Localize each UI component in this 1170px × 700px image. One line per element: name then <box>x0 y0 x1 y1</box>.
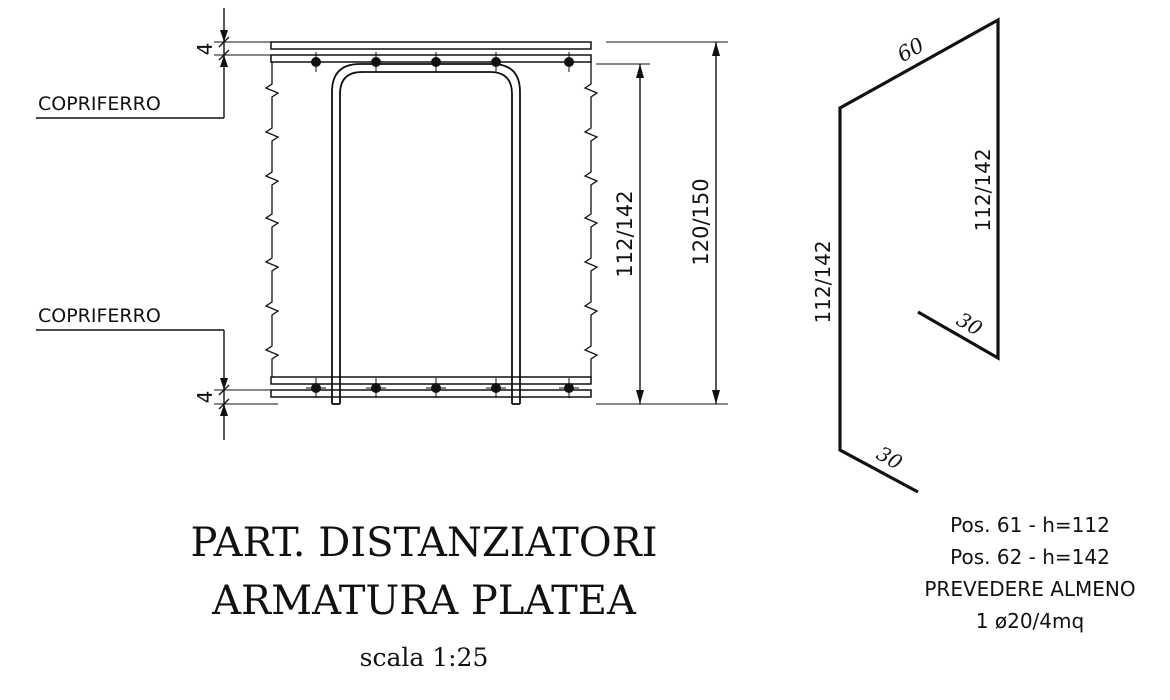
distributor-bars-bottom <box>306 378 579 398</box>
cover-dimension-top <box>36 8 278 119</box>
total-height-text: 120/150 <box>689 178 713 265</box>
note-line-4: 1 ø20/4mq <box>976 609 1084 633</box>
segment-left-text: 112/142 <box>811 240 835 323</box>
top-bar-upper <box>270 41 592 50</box>
inner-height-text: 112/142 <box>613 190 637 277</box>
note-line-2: Pos. 62 - h=142 <box>950 545 1110 569</box>
cover-dimension-bottom <box>36 329 278 440</box>
break-line-left <box>264 62 280 377</box>
title-scale: scala 1:25 <box>360 643 489 672</box>
dimension-bottom-text: 4 <box>193 391 217 404</box>
bar-shape <box>838 17 1000 494</box>
segment-right-text: 112/142 <box>971 148 995 231</box>
cover-label-top: COPRIFERRO <box>38 93 161 115</box>
total-height-dimension <box>606 41 728 405</box>
dimension-top-text: 4 <box>193 43 217 56</box>
title-line-2: ARMATURA PLATEA <box>211 578 637 624</box>
note-line-1: Pos. 61 - h=112 <box>950 513 1110 537</box>
break-line-right <box>583 62 599 377</box>
cover-label-bottom: COPRIFERRO <box>38 305 161 327</box>
spacer-u-bar <box>331 63 521 405</box>
note-line-3: PREVEDERE ALMENO <box>924 577 1135 601</box>
title-line-1: PART. DISTANZIATORI <box>190 520 657 566</box>
bottom-bar-upper <box>270 376 592 385</box>
slab-section <box>36 8 728 440</box>
bottom-bar-lower <box>270 389 592 398</box>
